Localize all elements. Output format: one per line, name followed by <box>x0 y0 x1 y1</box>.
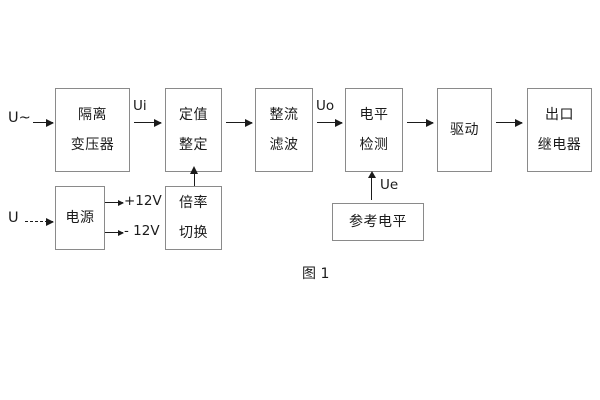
signal-label-ui: Ui <box>133 98 147 114</box>
block-setting-value-line2: 整定 <box>179 137 208 153</box>
block-rectifier-filter: 整流 滤波 <box>255 88 313 172</box>
block-multiplier-switch-line1: 倍率 <box>179 195 208 211</box>
block-multiplier-switch-line2: 切换 <box>179 225 208 241</box>
arrow-dc-to-power-supply <box>25 218 54 226</box>
arrow-level-detection-to-driver <box>407 119 434 127</box>
arrow-rectifier-filter-to-level-detection <box>317 119 343 127</box>
block-reference-level: 参考电平 <box>332 203 424 241</box>
block-rectifier-filter-line1: 整流 <box>269 107 299 123</box>
arrow-ac-to-isolation-transformer <box>33 119 54 127</box>
block-level-detection-line2: 检测 <box>359 137 389 153</box>
block-multiplier-switch: 倍率 切换 <box>165 186 222 250</box>
block-output-relay-line1: 出口 <box>545 107 574 123</box>
block-level-detection-line1: 电平 <box>359 107 389 123</box>
block-driver-line1: 驱动 <box>450 122 479 138</box>
block-isolation-transformer: 隔离 变压器 <box>55 88 130 172</box>
block-setting-value: 定值 整定 <box>165 88 222 172</box>
figure-caption: 图 1 <box>302 266 330 282</box>
arrow-reference-level-to-level-detection <box>368 171 376 200</box>
block-level-detection: 电平 检测 <box>345 88 403 172</box>
arrow-power-supply-positive-rail <box>105 200 124 206</box>
input-label-ac: U~ <box>8 110 31 126</box>
signal-label-ue: Ue <box>380 177 399 193</box>
arrow-setting-value-to-rectifier-filter <box>226 119 253 127</box>
arrow-multiplier-switch-to-setting-value <box>190 166 198 186</box>
block-rectifier-filter-line2: 滤波 <box>269 137 299 153</box>
label-rail-positive: +12V <box>124 193 162 209</box>
block-setting-value-line1: 定值 <box>179 107 208 123</box>
block-driver: 驱动 <box>437 88 492 172</box>
arrow-power-supply-negative-rail <box>105 230 124 236</box>
arrow-driver-to-output-relay <box>496 119 523 127</box>
input-label-dc: U <box>8 210 19 226</box>
block-power-supply: 电源 <box>55 186 105 250</box>
block-output-relay: 出口 继电器 <box>527 88 592 172</box>
arrow-isolation-transformer-to-setting-value <box>134 119 162 127</box>
block-isolation-transformer-line2: 变压器 <box>70 137 115 153</box>
block-reference-level-line1: 参考电平 <box>349 214 407 230</box>
block-power-supply-line1: 电源 <box>65 210 95 226</box>
signal-label-uo: Uo <box>316 98 335 114</box>
label-rail-negative: - 12V <box>124 223 160 239</box>
block-output-relay-line2: 继电器 <box>537 137 582 153</box>
block-isolation-transformer-line1: 隔离 <box>78 107 107 123</box>
